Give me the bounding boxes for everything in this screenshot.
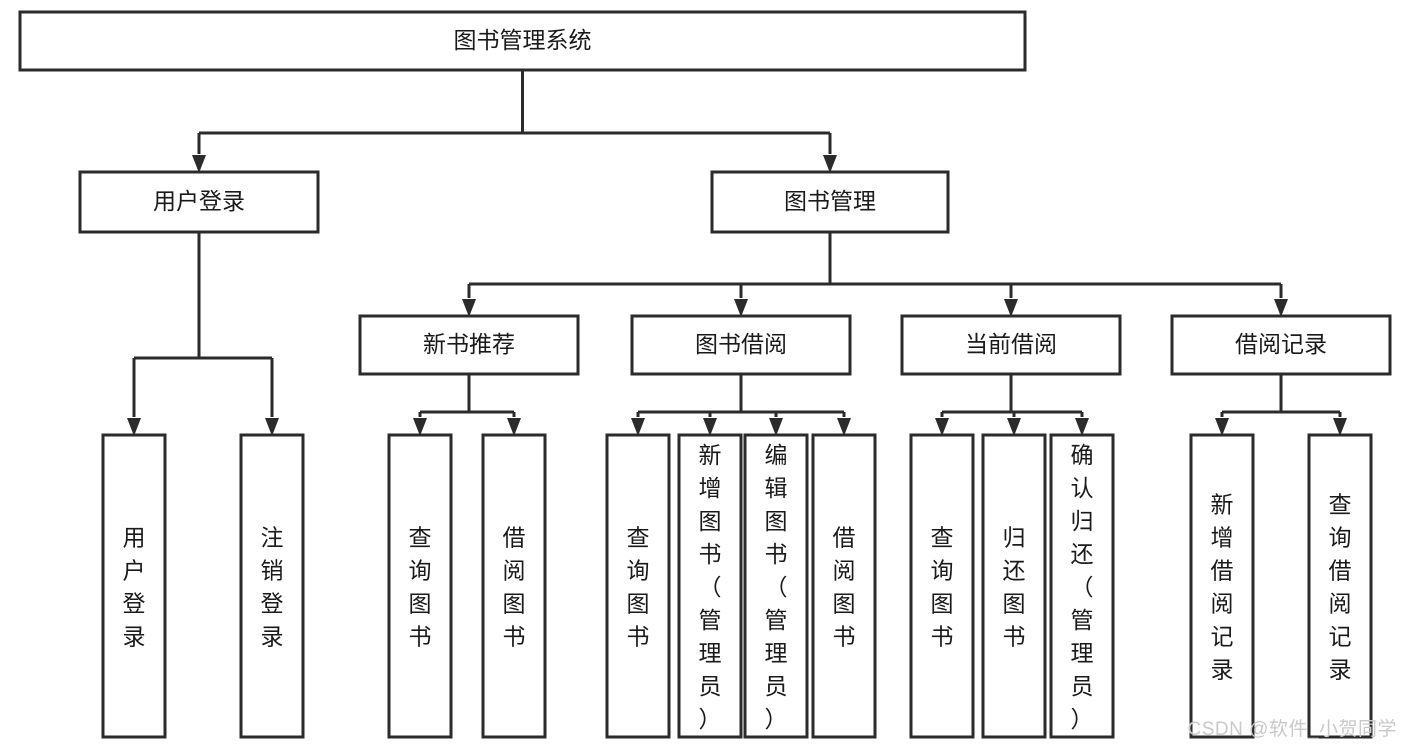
node-label-leaf-add-book: 新增图书（管理员） [699,442,722,732]
node-box-leaf-return-book[interactable] [981,433,1047,739]
node-box-leaf-edit-book[interactable] [743,433,809,739]
node-leaf-user-logout[interactable]: 注销登录 [239,433,305,739]
node-leaf-edit-book[interactable]: 编辑图书（管理员） [743,433,809,739]
node-box-leaf-add-book[interactable] [677,433,743,739]
node-leaf-query-record[interactable]: 查询借阅记录 [1307,433,1373,739]
node-label-leaf-user-login: 用户登录 [123,525,146,650]
node-label-leaf-query-book-1: 查询图书 [409,525,432,650]
node-label-leaf-confirm-return: 确认归还（管理员） [1071,442,1094,732]
node-box-leaf-borrow-book-1[interactable] [481,433,547,739]
node-new-book-rec[interactable]: 新书推荐 [358,314,580,376]
node-label-leaf-query-book-2: 查询图书 [627,525,650,650]
node-leaf-user-login[interactable]: 用户登录 [101,433,167,739]
node-user-login[interactable]: 用户登录 [78,170,320,234]
node-box-user-login[interactable] [78,170,320,234]
node-label-leaf-add-record: 新增借阅记录 [1211,492,1234,683]
node-box-leaf-confirm-return[interactable] [1049,433,1115,739]
node-label-leaf-borrow-book-1: 借阅图书 [503,525,526,650]
node-box-leaf-query-book-2[interactable] [605,433,671,739]
node-leaf-borrow-book-1[interactable]: 借阅图书 [481,433,547,739]
node-box-current-borrow[interactable] [900,314,1122,376]
node-label-book-manage: 图书管理 [784,188,876,214]
node-book-borrow[interactable]: 图书借阅 [630,314,852,376]
node-label-leaf-edit-book: 编辑图书（管理员） [765,442,788,732]
node-layer: 图书管理系统用户登录图书管理新书推荐图书借阅当前借阅借阅记录用户登录注销登录查询… [18,10,1392,739]
node-leaf-return-book[interactable]: 归还图书 [981,433,1047,739]
node-label-book-borrow: 图书借阅 [695,331,787,357]
node-box-book-borrow[interactable] [630,314,852,376]
node-box-leaf-borrow-book-2[interactable] [811,433,877,739]
node-current-borrow[interactable]: 当前借阅 [900,314,1122,376]
node-label-current-borrow: 当前借阅 [965,331,1057,357]
node-label-leaf-user-logout: 注销登录 [261,525,284,650]
node-leaf-borrow-book-2[interactable]: 借阅图书 [811,433,877,739]
node-box-leaf-query-book-1[interactable] [387,433,453,739]
node-label-leaf-return-book: 归还图书 [1003,525,1026,650]
node-root[interactable]: 图书管理系统 [18,10,1027,72]
node-box-leaf-user-logout[interactable] [239,433,305,739]
node-box-leaf-add-record[interactable] [1189,433,1255,739]
node-box-new-book-rec[interactable] [358,314,580,376]
node-book-manage[interactable]: 图书管理 [710,170,950,234]
node-box-leaf-query-book-3[interactable] [909,433,975,739]
node-box-root[interactable] [18,10,1027,72]
node-box-leaf-user-login[interactable] [101,433,167,739]
node-leaf-confirm-return[interactable]: 确认归还（管理员） [1049,433,1115,739]
node-label-borrow-record: 借阅记录 [1235,331,1327,357]
node-label-root: 图书管理系统 [454,27,592,53]
node-leaf-query-book-2[interactable]: 查询图书 [605,433,671,739]
node-box-leaf-query-record[interactable] [1307,433,1373,739]
node-label-user-login: 用户登录 [153,188,245,214]
node-borrow-record[interactable]: 借阅记录 [1170,314,1392,376]
node-box-borrow-record[interactable] [1170,314,1392,376]
node-leaf-query-book-1[interactable]: 查询图书 [387,433,453,739]
node-label-leaf-query-record: 查询借阅记录 [1329,492,1352,683]
node-leaf-add-record[interactable]: 新增借阅记录 [1189,433,1255,739]
node-leaf-add-book[interactable]: 新增图书（管理员） [677,433,743,739]
node-label-leaf-query-book-3: 查询图书 [931,525,954,650]
node-label-new-book-rec: 新书推荐 [423,331,515,357]
csdn-watermark: CSDN @软件_小贺同学 [1187,719,1397,740]
connector-layer [127,70,1347,436]
node-label-leaf-borrow-book-2: 借阅图书 [833,525,856,650]
node-box-book-manage[interactable] [710,170,950,234]
node-leaf-query-book-3[interactable]: 查询图书 [909,433,975,739]
